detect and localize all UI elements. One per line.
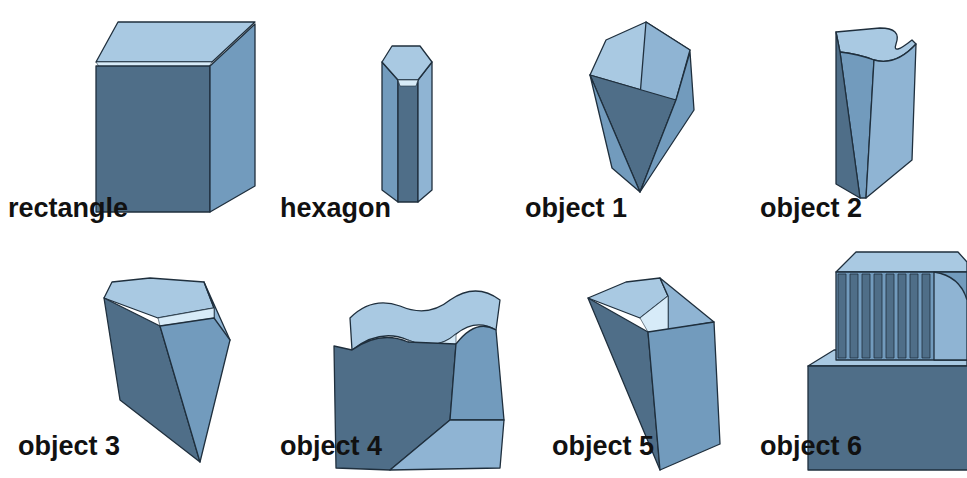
object-label: hexagon [280,194,391,224]
rectangle-solid [96,22,255,212]
object-label: object 3 [18,432,120,462]
object-label: rectangle [8,194,128,224]
object-label: object 2 [760,194,862,224]
object-3-solid [104,278,230,462]
object-label: object 1 [525,194,627,224]
object-label: object 5 [552,432,654,462]
object-2-solid [836,28,916,198]
object-label: object 4 [280,432,382,462]
hexagon-prism [382,46,432,202]
object-1-solid [590,22,694,192]
object-label: object 6 [760,432,862,462]
